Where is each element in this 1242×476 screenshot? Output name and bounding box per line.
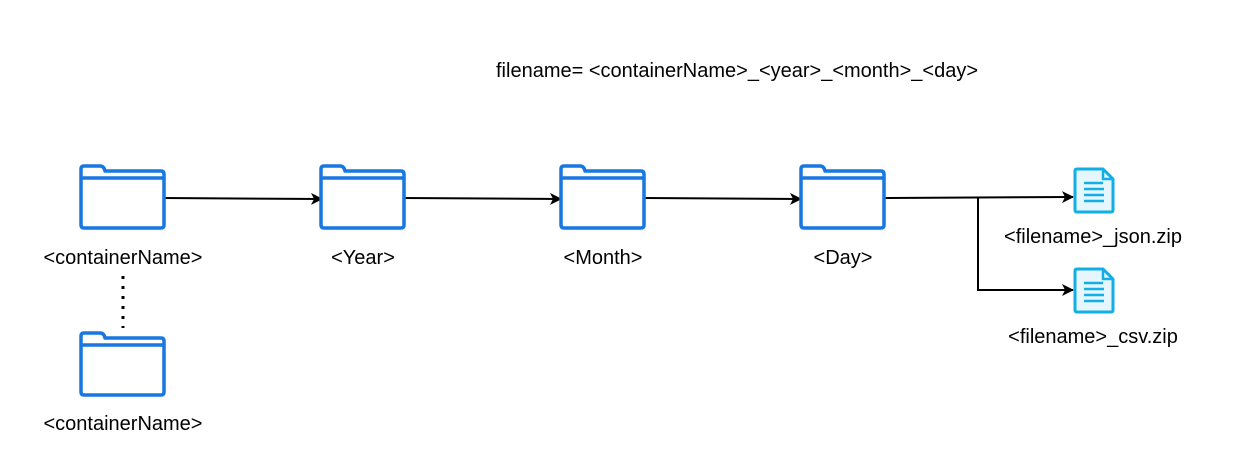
arrow-day-to-json-file bbox=[883, 191, 1074, 204]
container-name-label: <containerName> bbox=[44, 413, 203, 435]
container-name-label: <containerName> bbox=[44, 247, 203, 269]
folder-icon[interactable] bbox=[559, 164, 646, 230]
json-file-label: <filename>_json.zip bbox=[1004, 226, 1182, 248]
arrow-year-to-month bbox=[403, 192, 562, 205]
month-folder-label: <Month> bbox=[564, 247, 643, 269]
folder-icon[interactable] bbox=[79, 164, 166, 230]
folder-icon[interactable] bbox=[799, 164, 886, 230]
file-icon[interactable] bbox=[1073, 167, 1115, 214]
arrow-day-to-csv-file bbox=[977, 198, 1074, 296]
folder-icon[interactable] bbox=[79, 331, 166, 397]
csv-file-label: <filename>_csv.zip bbox=[1008, 326, 1178, 348]
folder-icon[interactable] bbox=[319, 164, 406, 230]
day-folder-label: <Day> bbox=[814, 247, 873, 269]
year-folder-label: <Year> bbox=[331, 247, 395, 269]
file-icon[interactable] bbox=[1073, 267, 1115, 314]
arrow-month-to-day bbox=[644, 192, 802, 205]
connectors bbox=[121, 191, 1074, 328]
arrow-container-to-year bbox=[163, 192, 323, 205]
filename-formula: filename= <containerName>_<year>_<month>… bbox=[496, 60, 978, 82]
